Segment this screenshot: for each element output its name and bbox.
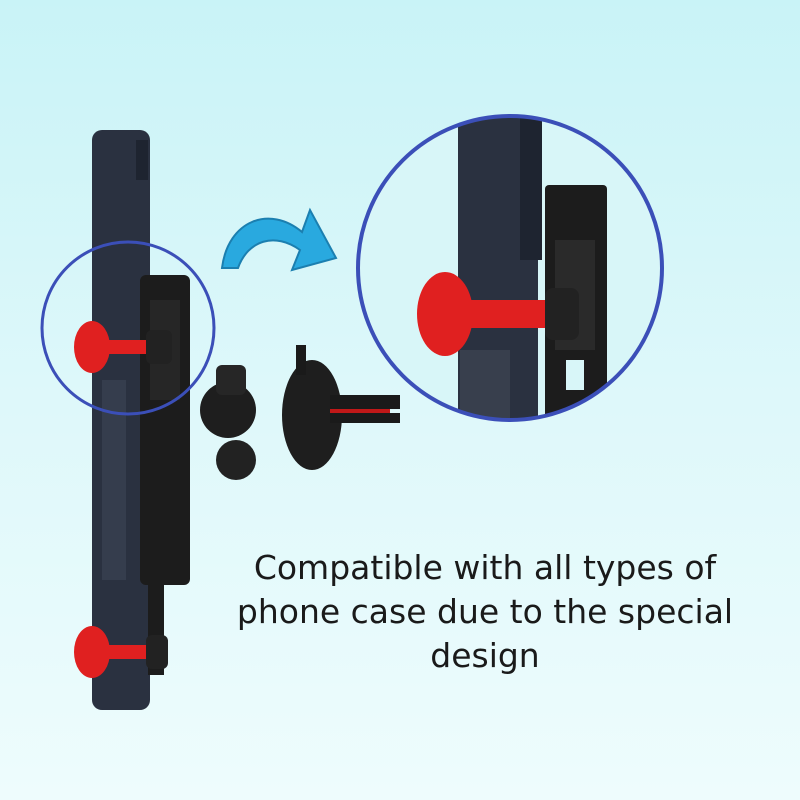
phone-side-button [136,140,148,180]
thumb-screw [216,440,256,480]
highlight-circle-large [356,114,664,422]
vent-clip-arm-lower [330,413,400,423]
vent-clip-arm [330,395,400,409]
caption-line-2: phone case due to the special design [236,592,734,675]
vent-clip-arm-red [330,409,390,413]
highlight-circle-small [40,240,216,416]
vent-clip-base [282,360,342,470]
red-grip-tip-bottom [74,626,168,678]
zoomed-detail [358,116,662,420]
vent-clip-tab [296,345,306,375]
caption-line-1: Compatible with all types of [253,548,717,587]
ball-joint [200,382,256,438]
curved-arrow-icon [220,207,338,272]
joint-top [216,365,246,395]
red-grip-tip-top [74,321,172,373]
